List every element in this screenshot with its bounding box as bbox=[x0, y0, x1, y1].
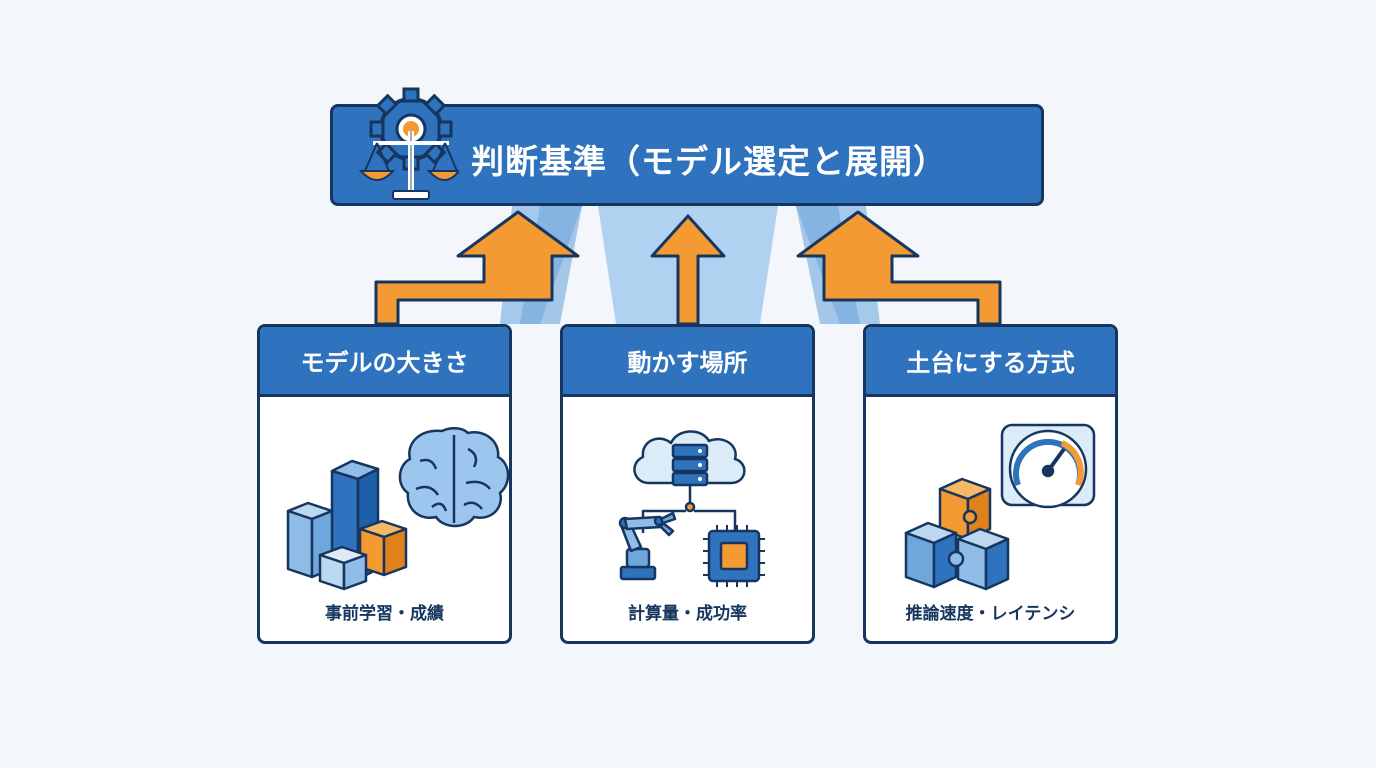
card-title: モデルの大きさ bbox=[260, 327, 509, 397]
cloud-robot-chip-icon bbox=[618, 430, 765, 587]
blocks-brain-icon bbox=[286, 427, 509, 591]
criteria-title: 判断基準（モデル選定と展開） bbox=[471, 142, 947, 181]
card-caption: 推論速度・レイテンシ bbox=[905, 604, 1076, 624]
card-title: 動かす場所 bbox=[563, 327, 812, 397]
puzzle-cubes-icon bbox=[904, 477, 1010, 591]
arrow-left bbox=[374, 210, 580, 326]
card-caption: 事前学習・成績 bbox=[325, 604, 444, 624]
brain-icon bbox=[398, 427, 509, 528]
robot-arm-icon bbox=[618, 511, 677, 581]
card-model-size: モデルの大きさ 事前学習・成績 bbox=[257, 324, 512, 644]
puzzle-gauge-icon bbox=[904, 423, 1096, 591]
chip-icon bbox=[703, 525, 765, 587]
arrow-center bbox=[650, 214, 726, 326]
arrow-right bbox=[796, 210, 1002, 326]
gauge-icon bbox=[1000, 423, 1096, 509]
card-method: 土台にする方式 bbox=[863, 324, 1118, 644]
card-title: 土台にする方式 bbox=[866, 327, 1115, 397]
criteria-header: 判断基準（モデル選定と展開） bbox=[330, 87, 1044, 206]
card-caption: 計算量・成功率 bbox=[628, 604, 747, 624]
server-icon bbox=[671, 443, 709, 459]
card-location: 動かす場所 bbox=[560, 324, 815, 644]
scale-gear-icon bbox=[358, 87, 459, 200]
